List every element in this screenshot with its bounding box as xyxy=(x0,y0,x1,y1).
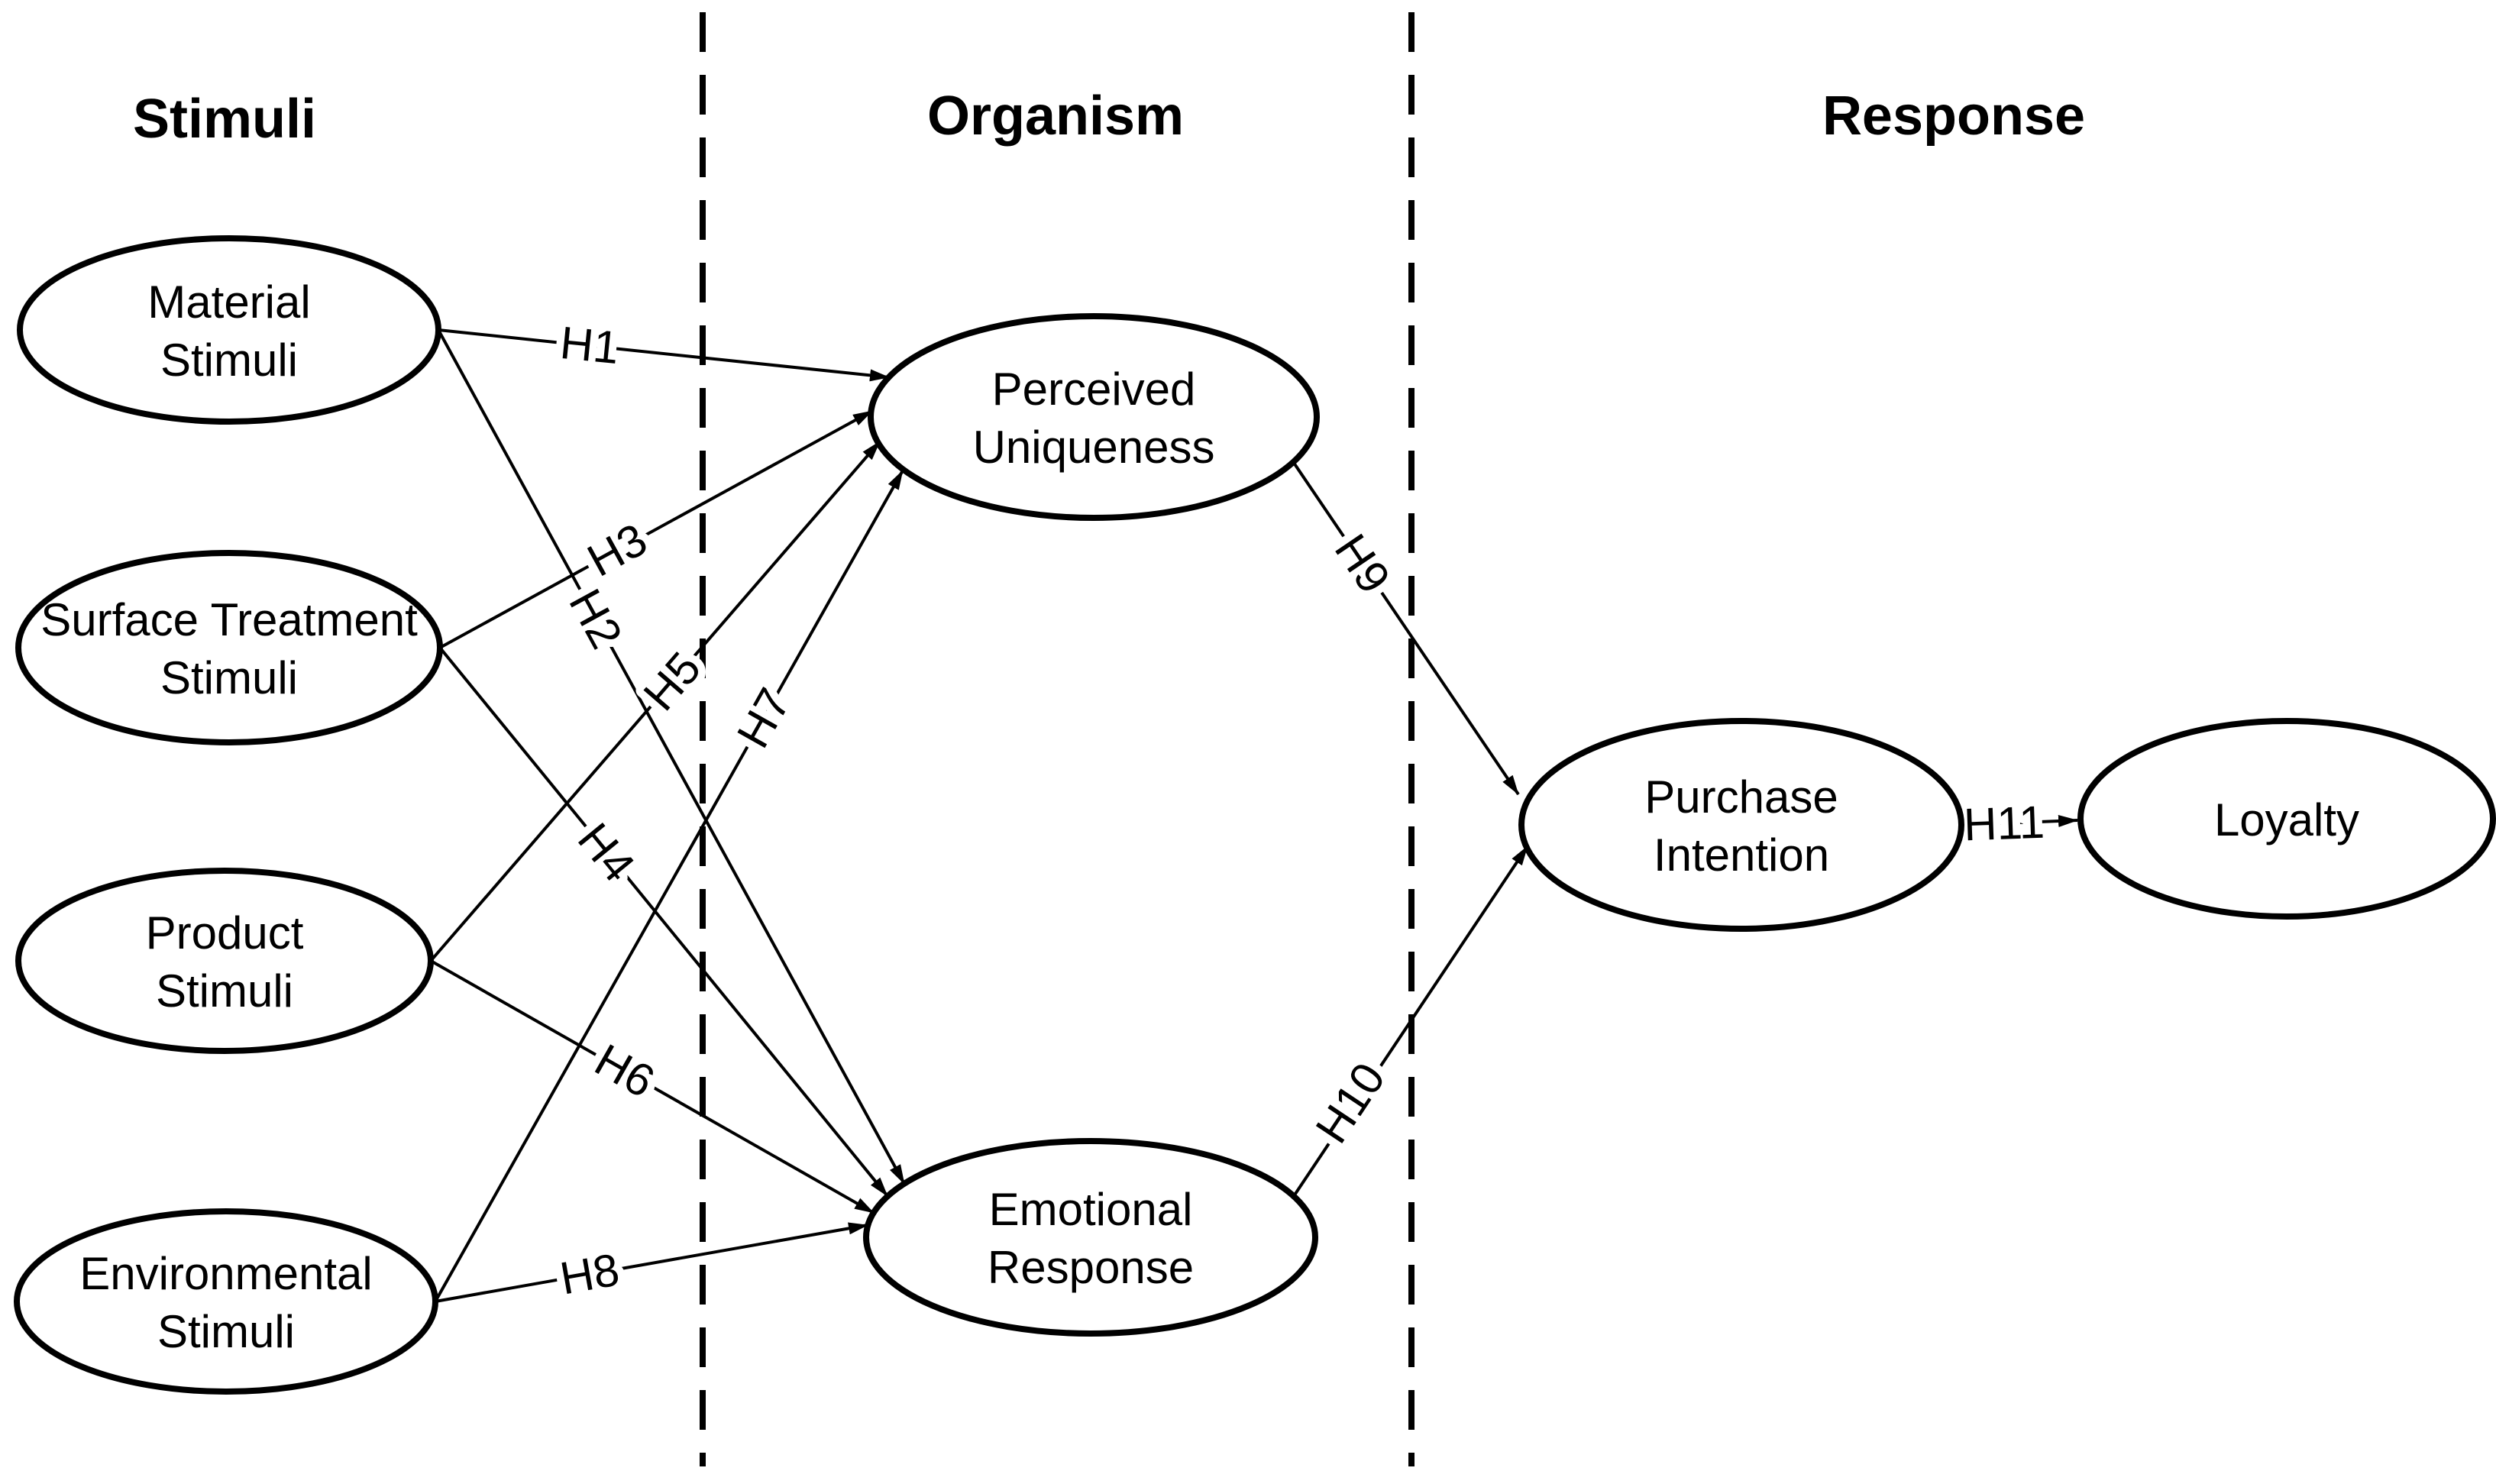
edge-label-h10: H10 xyxy=(1306,1054,1395,1153)
edge-label-h3: H3 xyxy=(579,513,655,587)
edge-h8-arrow xyxy=(435,1222,868,1303)
node-perceived-uniqueness-ellipse xyxy=(868,313,1320,521)
edge-label-h8: H8 xyxy=(556,1243,622,1304)
edge-label-h4: H4 xyxy=(568,813,645,891)
edge-h4-arrow xyxy=(438,646,889,1198)
edge-h2-arrow xyxy=(437,329,906,1185)
node-material-stimuli-ellipse xyxy=(17,235,441,425)
node-product-stimuli-ellipse xyxy=(15,868,434,1054)
edge-h11-arrow xyxy=(1961,814,2078,827)
edge-label-h9: H9 xyxy=(1325,525,1400,602)
node-purchase-intention-ellipse xyxy=(1518,718,1964,932)
node-emotional-response-ellipse xyxy=(863,1138,1318,1337)
edge-h7-arrow xyxy=(434,470,904,1302)
section-header-stimuli: Stimuli xyxy=(133,89,316,150)
node-loyalty-label: Loyalty xyxy=(2214,794,2359,845)
section-dividers xyxy=(700,12,1415,1466)
node-loyalty-ellipse xyxy=(2077,718,2496,920)
edge-h6-arrow xyxy=(430,959,875,1214)
node-loyalty: Loyalty xyxy=(2077,718,2496,920)
edge-label-h1: H1 xyxy=(558,317,622,373)
section-header-response: Response xyxy=(1822,86,2085,147)
edge-h1-arrow xyxy=(438,328,890,382)
edge-label-h6: H6 xyxy=(587,1034,663,1107)
section-headers: Stimuli Organism Response xyxy=(133,86,2085,150)
edge-h3-arrow xyxy=(439,409,873,649)
section-header-organism: Organism xyxy=(927,86,1184,147)
edge-label-h11: H11 xyxy=(1963,797,2045,851)
edge-h5-arrow xyxy=(429,440,881,962)
edge-h10-arrow xyxy=(1292,845,1529,1198)
node-environmental-stimuli-ellipse xyxy=(14,1208,438,1395)
edge-h9-arrow xyxy=(1292,461,1520,796)
edge-label-h2: H2 xyxy=(559,580,632,656)
edge-label-h7: H7 xyxy=(727,680,800,756)
node-surface-treatment-stimuli-ellipse xyxy=(15,550,443,745)
